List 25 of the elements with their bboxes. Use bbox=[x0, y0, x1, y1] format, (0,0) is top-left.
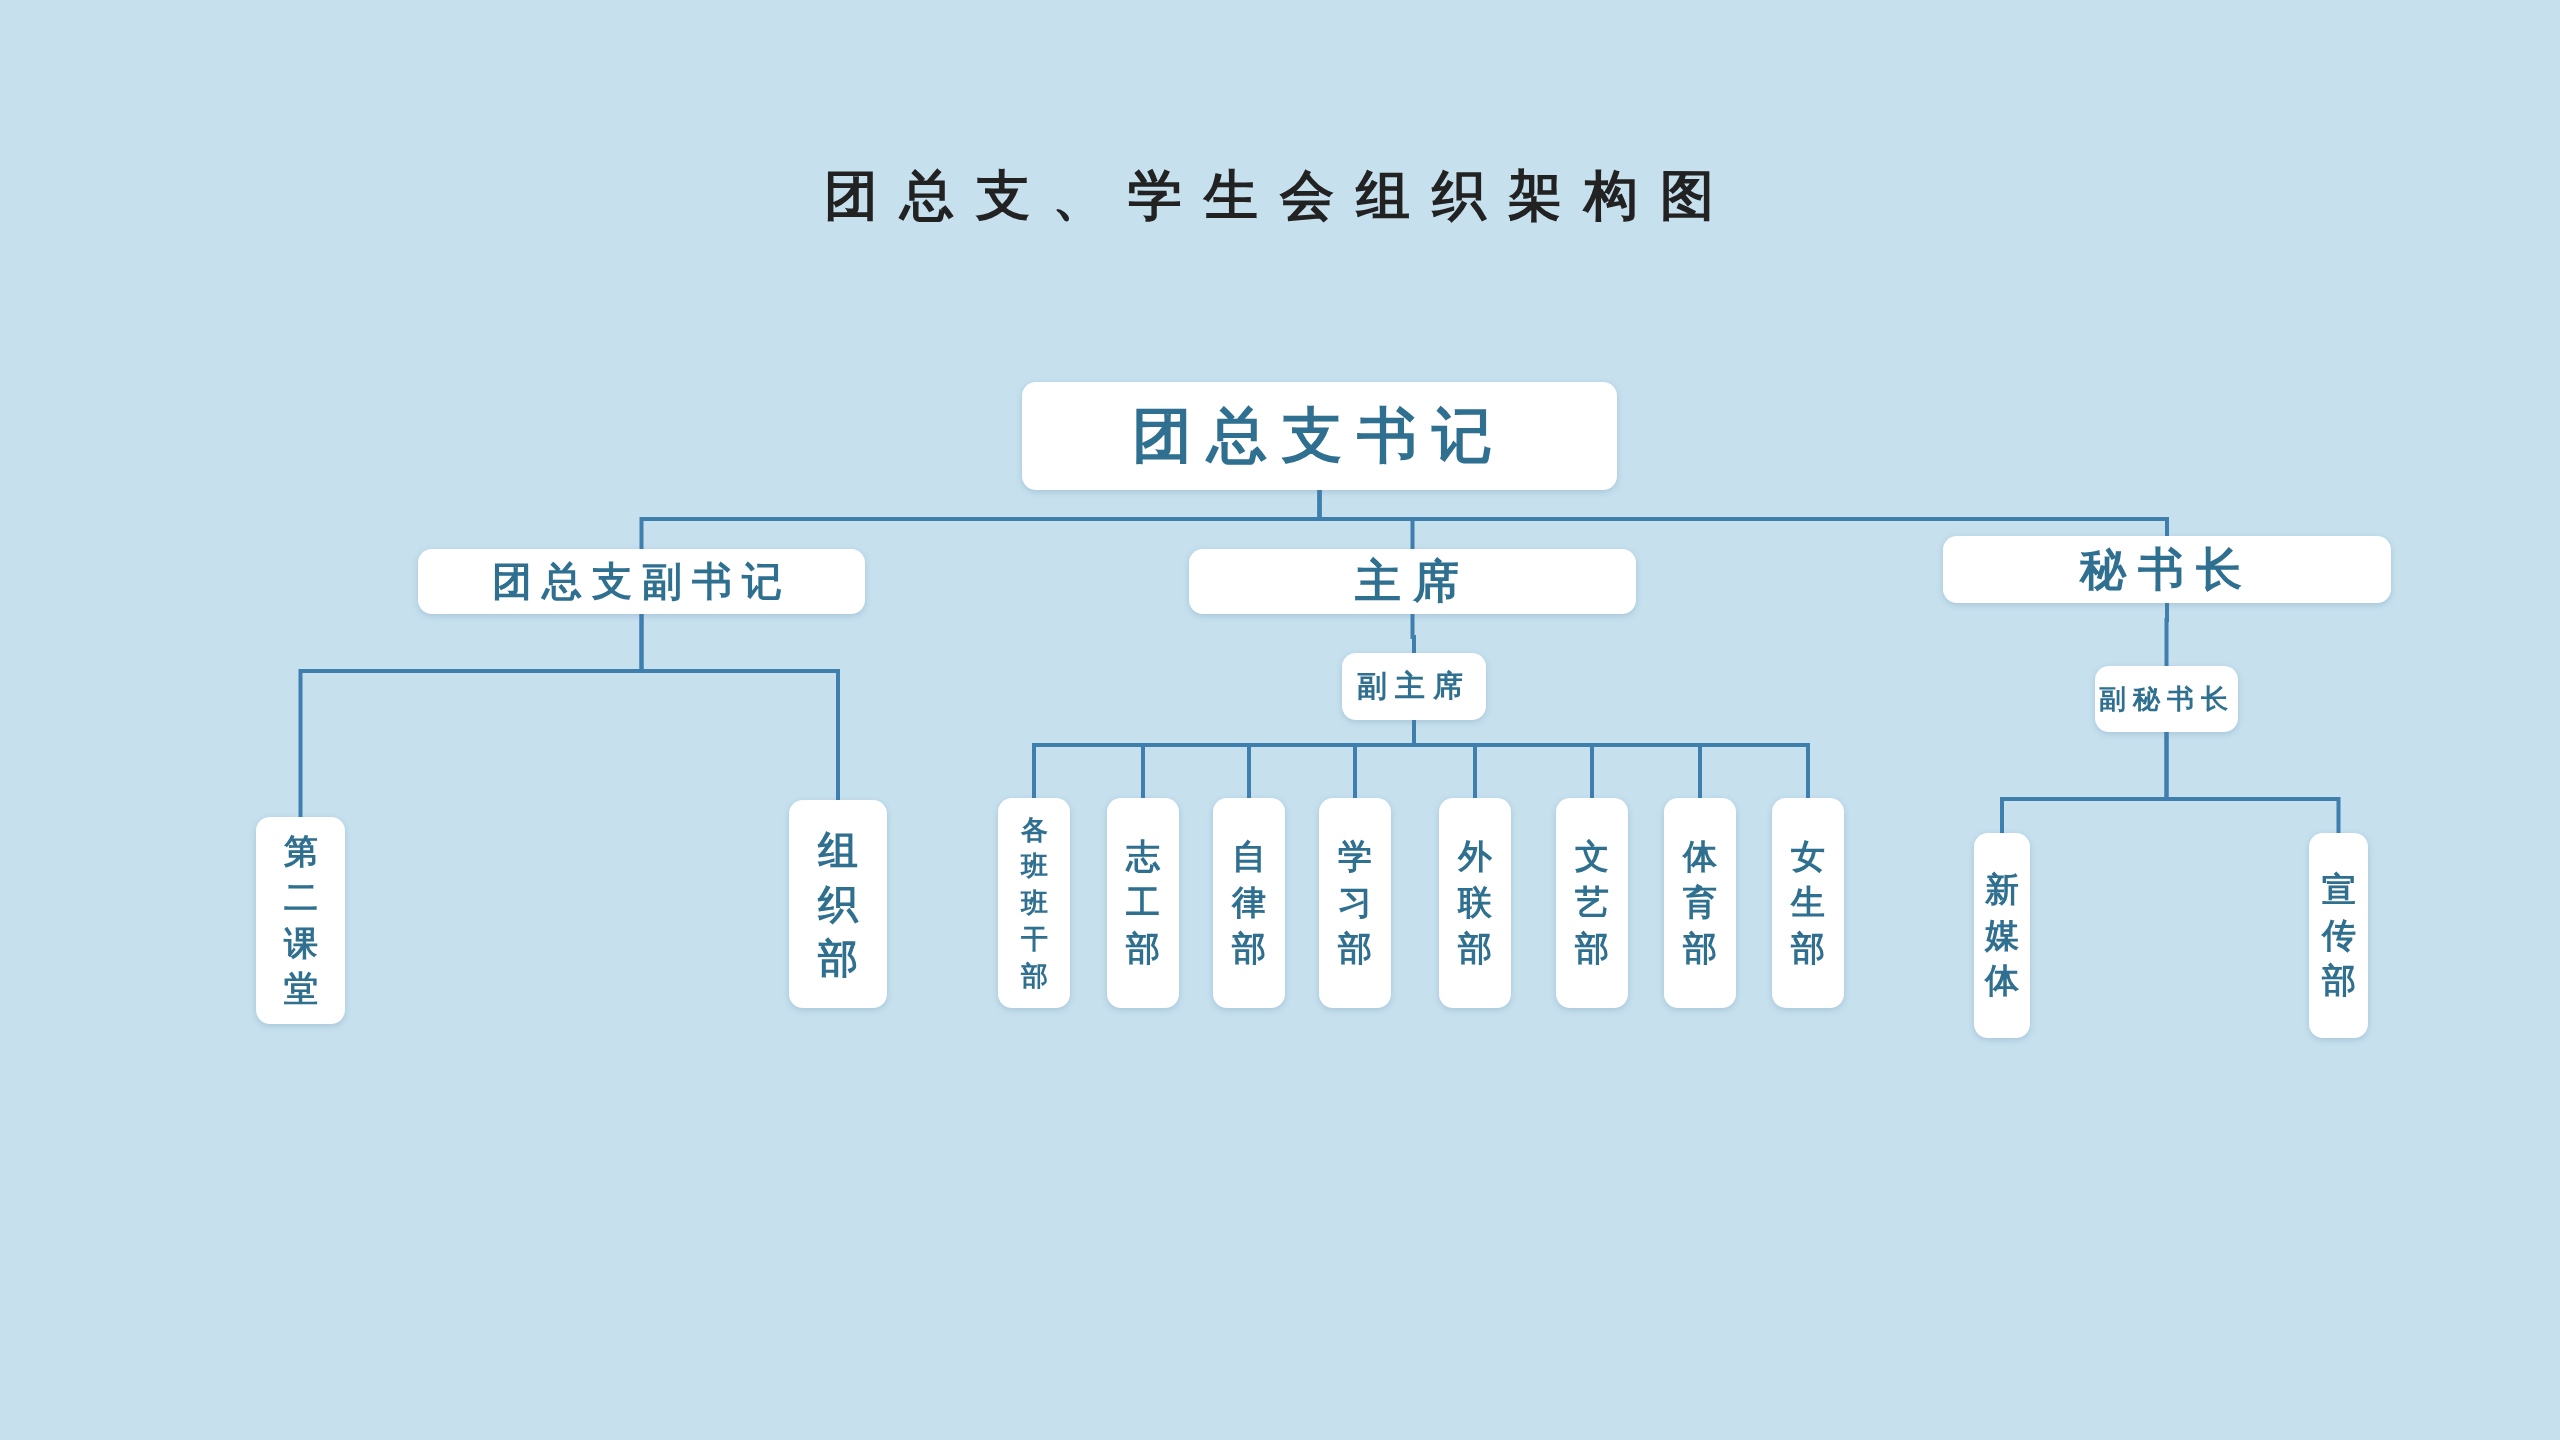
diagram-title: 团总支、学生会组织架构图 bbox=[823, 162, 1737, 229]
role-box: 主席 bbox=[1189, 549, 1636, 614]
department-box: 自律部 bbox=[1213, 798, 1285, 1008]
role-box: 团总支副书记 bbox=[418, 549, 865, 614]
department-box: 第二课堂 bbox=[256, 817, 345, 1024]
connector-line bbox=[2164, 732, 2341, 833]
secretary-box: 团总支书记 bbox=[1022, 382, 1617, 490]
department-box: 宣传部 bbox=[2309, 833, 2368, 1038]
connector-line bbox=[2164, 603, 2169, 666]
department-box: 志工部 bbox=[1107, 798, 1179, 1008]
department-box: 学习部 bbox=[1319, 798, 1391, 1008]
role-box: 副秘书长 bbox=[2095, 666, 2238, 732]
connector-line bbox=[1317, 490, 2169, 536]
department-box: 外联部 bbox=[1439, 798, 1511, 1008]
department-box: 文艺部 bbox=[1556, 798, 1628, 1008]
department-box: 体育部 bbox=[1664, 798, 1736, 1008]
department-box: 女生部 bbox=[1772, 798, 1844, 1008]
role-box: 秘书长 bbox=[1943, 536, 2391, 603]
department-box: 组织部 bbox=[789, 800, 887, 1008]
role-box: 副主席 bbox=[1342, 653, 1486, 720]
connector-line bbox=[1412, 720, 1810, 798]
connector-line bbox=[1410, 614, 1416, 653]
connector-line bbox=[639, 614, 840, 800]
department-box: 新媒体 bbox=[1974, 833, 2030, 1038]
department-box: 各班班干部 bbox=[998, 798, 1070, 1008]
